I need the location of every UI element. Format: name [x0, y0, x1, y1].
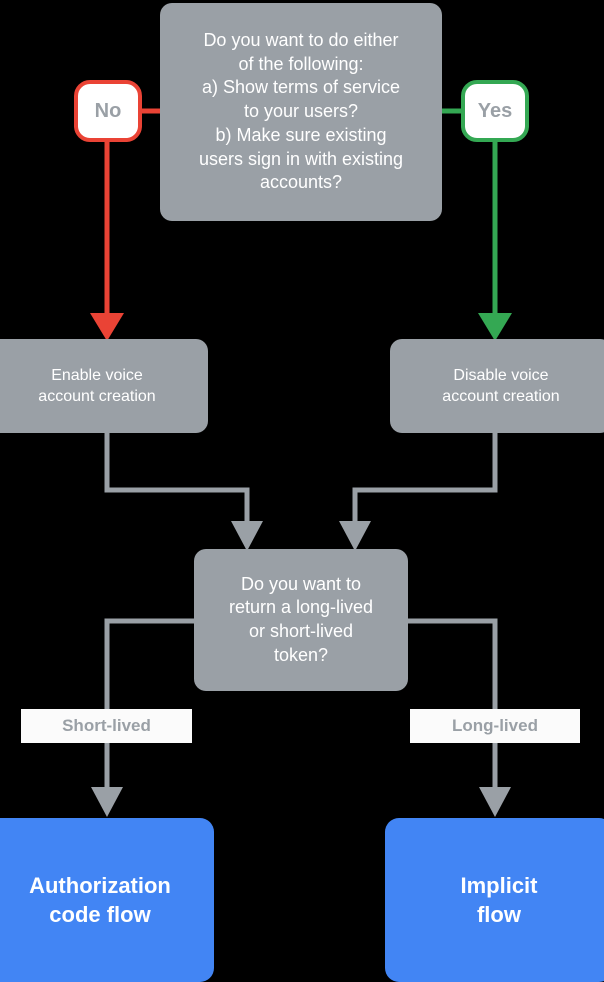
outcome-node-implicit-flow[interactable]: Implicit flow — [385, 818, 604, 982]
arrowhead-no-down — [90, 313, 124, 341]
action-node-disable-voice-account-creation[interactable]: Disable voice account creation — [390, 339, 604, 433]
edge-disable-to-token — [352, 433, 498, 523]
decision-node-terms-label: Do you want to do either of the followin… — [198, 29, 404, 193]
edge-label-long-lived: Long-lived — [410, 709, 580, 743]
decision-node-token-lifetime[interactable]: Do you want to return a long-lived or sh… — [194, 549, 408, 691]
branch-badge-yes[interactable]: Yes — [461, 80, 529, 142]
arrowhead-enable-to-token — [231, 521, 263, 551]
outcome-node-implicit-flow-label: Implicit flow — [460, 872, 538, 927]
arrowhead-disable-to-token — [339, 521, 371, 551]
branch-badge-yes-label: Yes — [477, 99, 513, 122]
action-node-disable-label: Disable voice account creation — [442, 366, 560, 405]
action-node-enable-label: Enable voice account creation — [38, 366, 156, 405]
branch-badge-no[interactable]: No — [74, 80, 142, 142]
action-node-enable-voice-account-creation[interactable]: Enable voice account creation — [0, 339, 208, 433]
edge-enable-to-token — [104, 433, 250, 523]
edge-label-long-lived-text: Long-lived — [452, 716, 538, 735]
edge-label-short-lived: Short-lived — [21, 709, 192, 743]
outcome-node-authorization-code-flow-label: Authorization code flow — [29, 872, 171, 927]
arrowhead-token-to-auth — [91, 787, 123, 817]
arrowhead-yes-down — [478, 313, 512, 341]
branch-badge-no-label: No — [94, 99, 122, 122]
decision-node-token-label: Do you want to return a long-lived or sh… — [228, 573, 374, 665]
edge-label-short-lived-text: Short-lived — [62, 716, 151, 735]
outcome-node-authorization-code-flow[interactable]: Authorization code flow — [0, 818, 214, 982]
arrowhead-token-to-implicit — [479, 787, 511, 817]
edge-token-to-implicit — [408, 618, 498, 789]
decision-node-terms-or-existing-accounts[interactable]: Do you want to do either of the followin… — [160, 3, 442, 221]
edge-token-to-auth — [104, 618, 194, 789]
